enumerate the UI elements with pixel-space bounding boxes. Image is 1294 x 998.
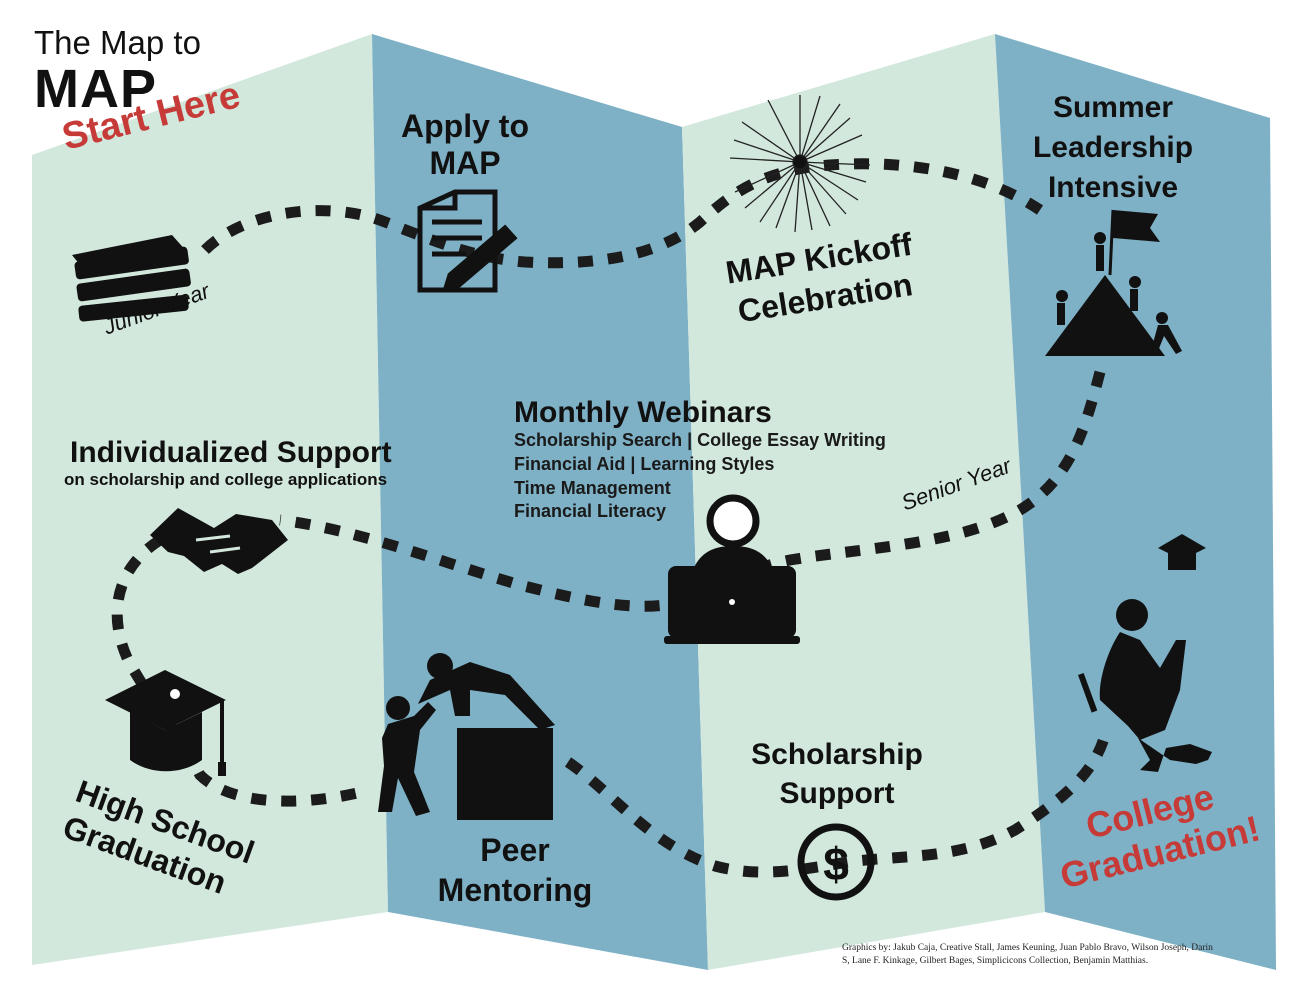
webinar-topic: Scholarship Search | College Essay Writi… (514, 430, 886, 450)
climbing-helper-icon (378, 653, 555, 820)
map-panel-4 (995, 34, 1276, 970)
webinar-topic: Financial Literacy (514, 501, 667, 521)
page-title-line1: The Map to (34, 24, 201, 61)
summer-label-line3: Intensive (1047, 171, 1179, 204)
apply-label-line2: MAP (429, 145, 501, 181)
svg-text:$: $ (823, 838, 849, 890)
peer-mentoring-label: Peer Mentoring (430, 830, 600, 910)
webinars-title: Monthly Webinars (514, 396, 772, 429)
summer-intensive-label: Summer Leadership Intensive (1018, 88, 1208, 208)
page-title-line2: MAP (34, 59, 157, 119)
apply-label-line1: Apply to (401, 108, 529, 144)
scholarship-label-line1: Scholarship (751, 738, 923, 771)
dollar-coin-icon: $ (797, 823, 875, 901)
peer-label-line2: Mentoring (437, 872, 593, 908)
jumping-graduate-icon (1078, 534, 1212, 772)
laptop-user-icon (664, 494, 800, 644)
webinar-topic: Financial Aid | Learning Styles (514, 454, 775, 474)
summer-label-line2: Leadership (1032, 131, 1194, 164)
scholarship-label-line2: Support (779, 777, 895, 810)
map-panel-3 (682, 34, 1045, 970)
handshake-icon (150, 508, 288, 574)
document-pen-icon (417, 189, 518, 293)
firework-icon (729, 95, 871, 233)
individualized-support-title: Individualized Support (70, 436, 392, 469)
scholarship-support-label: Scholarship Support (742, 735, 932, 813)
graduation-cap-icon (105, 670, 226, 776)
peer-label-line1: Peer (480, 832, 550, 868)
individualized-support-subtitle: on scholarship and college applications (64, 470, 388, 489)
webinar-topic: Time Management (514, 478, 671, 498)
apply-label: Apply to MAP (390, 108, 540, 182)
mountain-climbers-icon (1045, 209, 1182, 356)
books-icon (72, 235, 191, 322)
graphics-credits: Graphics by: Jakub Caja, Creative Stall,… (842, 943, 1213, 966)
summer-label-line1: Summer (1052, 91, 1174, 124)
